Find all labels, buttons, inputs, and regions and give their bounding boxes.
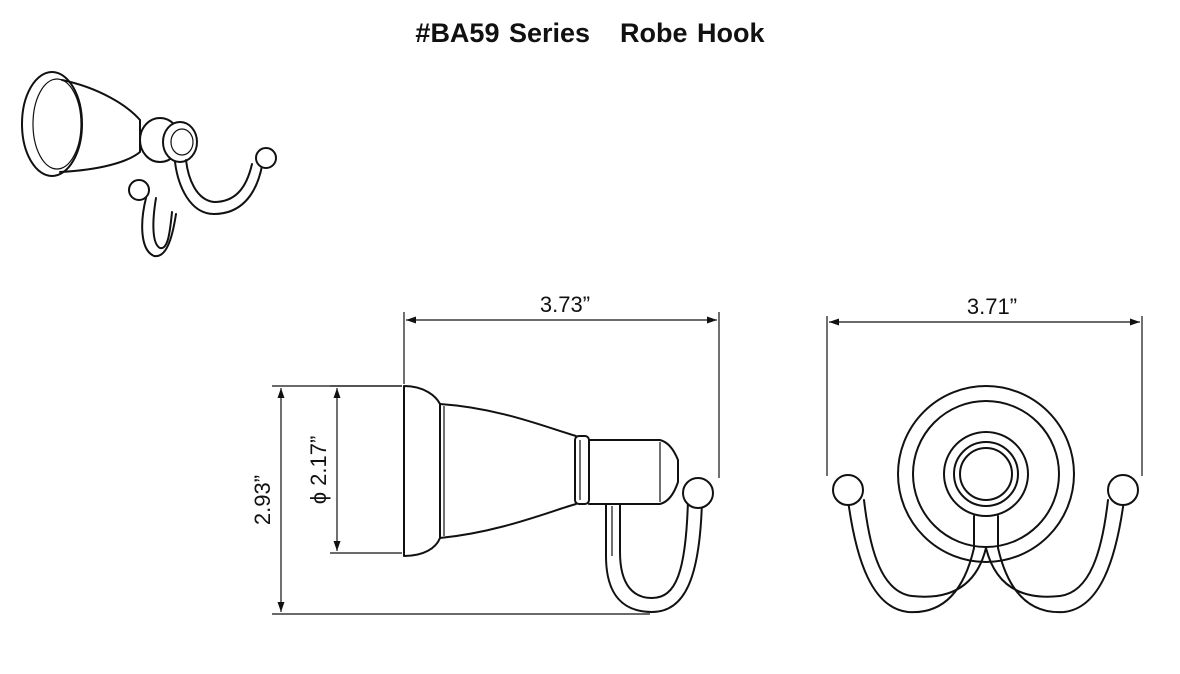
dimension-height: 2.93” [250,385,650,615]
side-width-label: 3.73” [540,292,590,317]
page-title: #BA59 Series Robe Hook [0,18,1180,49]
perspective-hook-knob-left [128,179,150,201]
front-base-inner [912,400,1060,548]
perspective-base-plate [21,71,83,177]
perspective-end-cap [162,121,198,163]
front-collar [943,431,1029,517]
side-head [588,439,679,505]
series-label: #BA59 Series [415,18,591,48]
front-hook-knob-left [832,474,864,506]
side-hook [605,499,703,613]
dimension-base-diameter: ϕ 2.17” [306,385,402,554]
perspective-hook-knob-right [255,147,277,169]
front-base-outer [897,385,1075,563]
perspective-hook-large [174,161,263,215]
product-label: Robe Hook [620,18,765,48]
side-view [403,385,714,613]
dimension-side-width: 3.73” [403,292,720,478]
dimension-front-width: 3.71” [826,294,1143,476]
front-stem [973,515,999,549]
side-base-plate [403,385,441,557]
front-head [953,441,1019,507]
side-body [439,403,577,539]
side-hook-knob [682,477,714,509]
front-view [832,385,1139,614]
front-width-label: 3.71” [967,294,1017,319]
side-collar [574,435,590,505]
front-hook-knob-right [1107,474,1139,506]
base-diameter-label: ϕ 2.17” [306,436,331,505]
height-label: 2.93” [250,475,275,525]
perspective-hook-small [141,197,177,258]
perspective-view [21,71,277,258]
